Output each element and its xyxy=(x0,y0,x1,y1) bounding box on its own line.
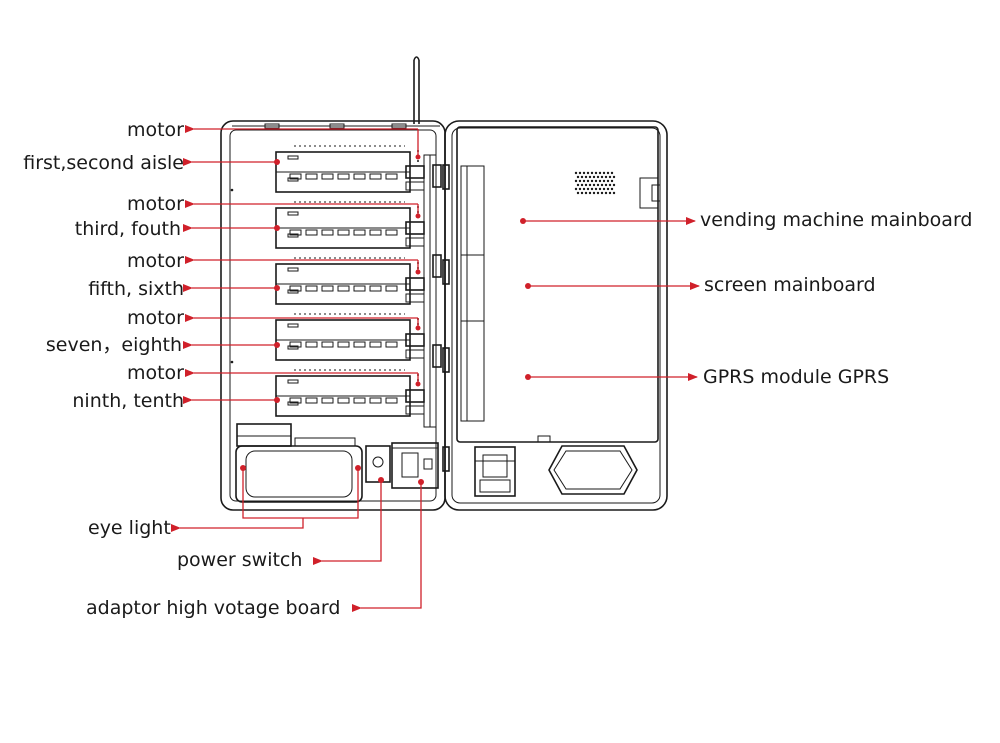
tray xyxy=(275,201,425,249)
callout-lines xyxy=(171,125,700,612)
callout-arrow xyxy=(183,341,280,349)
antenna xyxy=(413,56,420,124)
tray xyxy=(275,145,425,193)
right-rail xyxy=(423,154,442,428)
callout-labels: motor first,second aisle motor third, fo… xyxy=(23,119,972,619)
callout-arrow xyxy=(183,158,280,166)
product-trays xyxy=(275,145,425,417)
callout-arrow xyxy=(183,396,280,404)
callout-arrow xyxy=(171,465,361,532)
label-motor-4: motor xyxy=(127,307,184,329)
callout-arrow xyxy=(183,284,280,292)
callout-arrow xyxy=(525,282,700,290)
label-aisle-3-4: third, fouth xyxy=(75,218,181,240)
callout-arrow xyxy=(183,224,280,232)
label-motor-2: motor xyxy=(127,193,184,215)
label-motor-5: motor xyxy=(127,362,184,384)
label-power-switch: power switch xyxy=(177,549,302,571)
cabinet-drawing xyxy=(220,56,668,511)
callout-arrow xyxy=(313,477,384,565)
label-motor-3: motor xyxy=(127,250,184,272)
label-aisle-7-8: seven，eighth xyxy=(46,334,182,356)
tray xyxy=(275,257,425,305)
callout-arrow xyxy=(520,217,696,225)
label-vending-mainboard: vending machine mainboard xyxy=(700,209,973,231)
bottom-units xyxy=(235,423,439,503)
door-hinges xyxy=(442,164,450,472)
label-gprs-module: GPRS module GPRS xyxy=(703,366,889,388)
label-aisle-1-2: first,second aisle xyxy=(23,152,184,174)
tray xyxy=(275,369,425,417)
label-aisle-9-10: ninth, tenth xyxy=(72,390,184,412)
label-aisle-5-6: fifth, sixth xyxy=(88,278,184,300)
callout-arrow xyxy=(352,479,424,612)
label-eye-light: eye light xyxy=(88,517,171,539)
label-motor-1: motor xyxy=(127,119,184,141)
tray xyxy=(275,313,425,361)
label-adaptor-board: adaptor high votage board xyxy=(86,597,340,619)
callout-arrow xyxy=(525,373,698,381)
right-door xyxy=(444,120,668,511)
label-screen-mainboard: screen mainboard xyxy=(704,274,876,296)
